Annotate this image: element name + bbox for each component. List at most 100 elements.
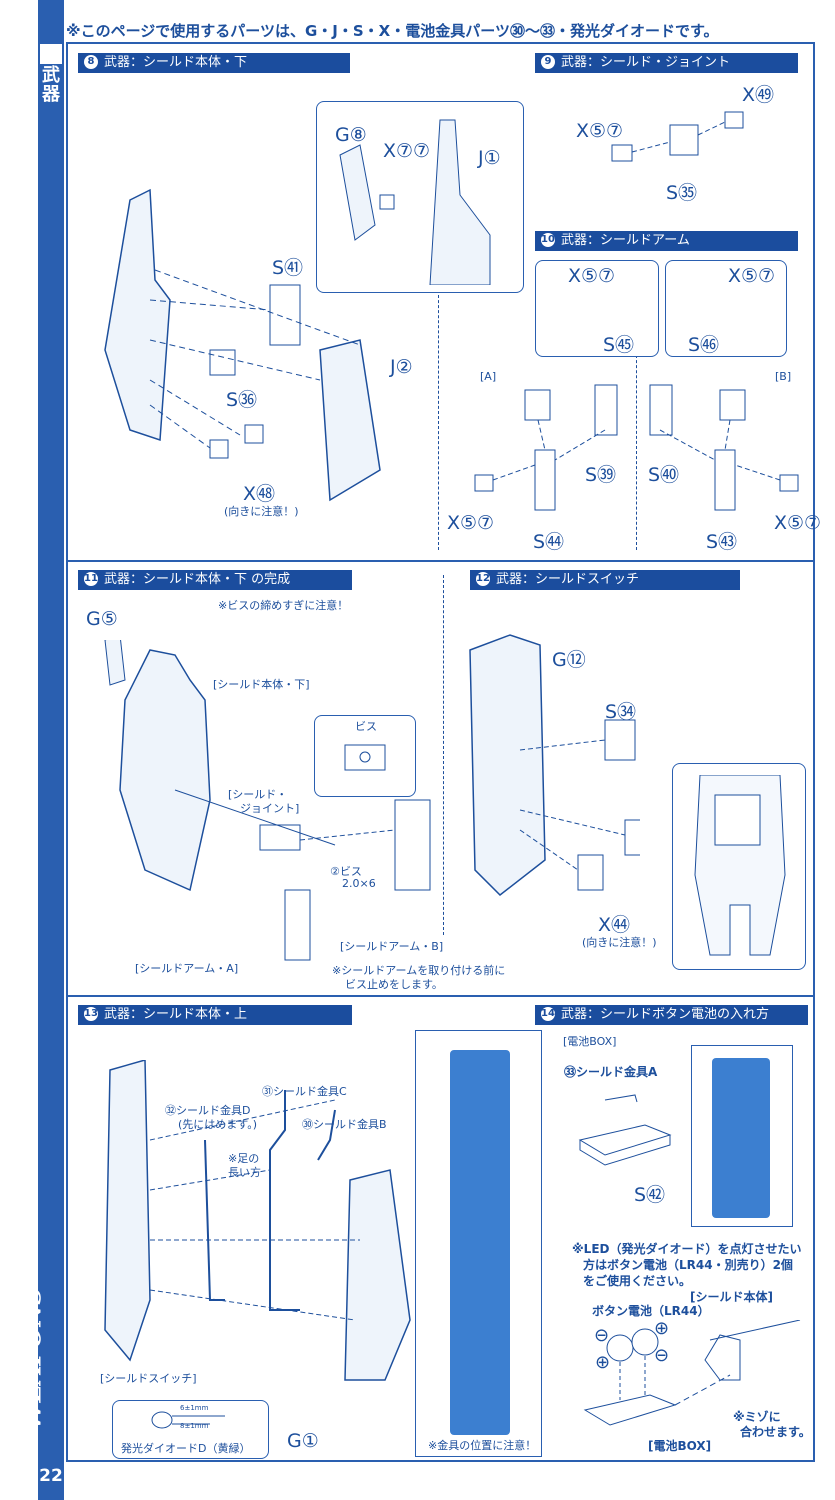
assembly-label: [シールドアーム・A]: [135, 962, 239, 975]
part-label: ㉝シールド金具A: [564, 1065, 658, 1079]
minus-icon: ⊖: [594, 1325, 610, 1346]
part-label: J②: [390, 356, 413, 378]
shield-lower-illustration: [104, 188, 381, 502]
shield-lower-complete-illustration: [104, 640, 431, 961]
led-callout: [112, 1400, 269, 1459]
led-note: 方はボタン電池（LR44・別売り）2個: [583, 1258, 793, 1272]
section-number: 8: [84, 54, 98, 69]
flow-arrow: [443, 575, 444, 935]
flow-arrow: [636, 350, 637, 550]
screw-detail-icon: [344, 744, 386, 771]
orientation-note: (向きに注意！): [582, 936, 657, 949]
part-label: S㊸: [706, 531, 738, 553]
content-frame: [66, 42, 815, 1462]
led-dimension: 6±1mm: [180, 1404, 209, 1412]
part-label: X⑤⑦: [447, 512, 495, 534]
part-label: G①: [287, 1430, 319, 1452]
part-label: ㉛シールド金具C: [262, 1085, 347, 1098]
variant-a-label: [A]: [480, 370, 497, 383]
detail-illustration: [339, 119, 491, 285]
part-label: G⑫: [552, 649, 586, 671]
part-label: G⑧: [335, 124, 367, 146]
battery-box-label: [電池BOX]: [563, 1035, 617, 1048]
section-title: 武器：シールドアーム: [561, 233, 690, 248]
part-label: X⑤⑦: [576, 120, 624, 142]
section-title: 武器：シールド本体・上: [104, 1007, 248, 1022]
led-label: 発光ダイオードD（黄緑）: [121, 1442, 251, 1455]
section-number: 13: [84, 1006, 98, 1021]
flow-arrow: [438, 290, 439, 550]
battery-box-illustration: [578, 1094, 672, 1166]
divider: [66, 995, 815, 997]
section-title: 武器：シールド本体・下: [104, 55, 248, 70]
part-label: G⑤: [86, 608, 118, 630]
part-label: X⑤⑦: [568, 265, 616, 287]
part-label: X㊾: [742, 84, 775, 106]
part-label: X⑤⑦: [728, 265, 776, 287]
divider: [66, 560, 815, 562]
battery-box-label: [電池BOX]: [648, 1439, 712, 1453]
section-13-header: 13 武器：シールド本体・上: [78, 1005, 352, 1025]
plus-icon: ⊕: [654, 1318, 670, 1339]
assembly-label: [シールドアーム・B]: [340, 940, 444, 953]
part-label: X㊽: [243, 483, 276, 505]
part-label: J①: [478, 147, 501, 169]
arm-note: ビス止めをします。: [345, 978, 443, 991]
weapons-label: WEAPONS: [17, 1287, 47, 1430]
shield-interior-photo: [450, 1050, 510, 1435]
led-dimension: 8±1mm: [180, 1422, 209, 1430]
shield-switch-illustration: [469, 634, 640, 896]
part-label: S㊴: [585, 464, 617, 486]
category-label: 武器: [42, 65, 60, 105]
part-label: S㊵: [648, 464, 680, 486]
section-title: 武器：シールドスイッチ: [496, 572, 640, 587]
groove-note: 合わせます。: [740, 1425, 811, 1439]
screw-spec: ②ビス: [330, 865, 362, 878]
parts-notice: ※このページで使用するパーツは、G・J・S・X・電池金具パーツ㉚～㉝・発光ダイオ…: [66, 22, 719, 40]
switch-detail-illustration: [694, 775, 786, 956]
page-number: 22: [39, 1466, 63, 1486]
arm-note: ※シールドアームを取り付ける前に: [332, 964, 506, 977]
detail-callout-b: [665, 260, 787, 357]
section-title: 武器：シールド本体・下 の完成: [104, 572, 291, 587]
part-label: S㊱: [226, 389, 258, 411]
groove-note: ※ミゾに: [733, 1410, 781, 1424]
battery-insert-illustration: [583, 1320, 801, 1426]
position-note: ※金具の位置に注意！: [428, 1439, 537, 1452]
section-8-header: 8 武器：シールド本体・下: [78, 53, 350, 73]
section-number: 12: [476, 571, 490, 586]
part-label: S㉞: [605, 701, 637, 723]
part-label: X㊹: [598, 914, 631, 936]
shield-upper-illustration: [104, 1060, 411, 1381]
section-title: 武器：シールドボタン電池の入れ方: [561, 1007, 770, 1022]
shield-joint-illustration: [611, 111, 744, 162]
joint-label: ジョイント]: [240, 802, 300, 815]
part-label: ㉚シールド金具B: [302, 1118, 387, 1131]
assembly-label: [シールド本体]: [690, 1290, 773, 1304]
minus-icon: ⊖: [654, 1345, 670, 1366]
section-number: 14: [541, 1006, 555, 1021]
leg-note: ※足の: [228, 1152, 260, 1165]
part-label: S㊺: [603, 334, 635, 356]
leg-note: 長い方: [228, 1166, 261, 1179]
screw-spec: 2.0×6: [342, 877, 376, 890]
part-label: S㊶: [272, 257, 304, 279]
part-label: X⑦⑦: [383, 140, 431, 162]
battery-label: ボタン電池（LR44）: [592, 1304, 710, 1318]
part-label: S㉟: [666, 182, 698, 204]
led-note: ※LED（発光ダイオード）を点灯させたい: [572, 1242, 802, 1256]
part-label: X⑤⑦: [774, 512, 822, 534]
battery-box-photo: [712, 1058, 770, 1218]
screw-label: ビス: [355, 720, 377, 733]
part-label: S㊷: [634, 1184, 666, 1206]
section-number: 9: [541, 54, 555, 69]
section-number: 10: [541, 232, 555, 247]
section-12-header: 12 武器：シールドスイッチ: [470, 570, 740, 590]
joint-label: [シールド・: [228, 788, 288, 801]
strip-marker: [40, 44, 62, 64]
side-strip: [38, 0, 64, 1500]
variant-b-label: [B]: [775, 370, 792, 383]
screw-warning: ※ビスの締めすぎに注意！: [218, 599, 349, 612]
